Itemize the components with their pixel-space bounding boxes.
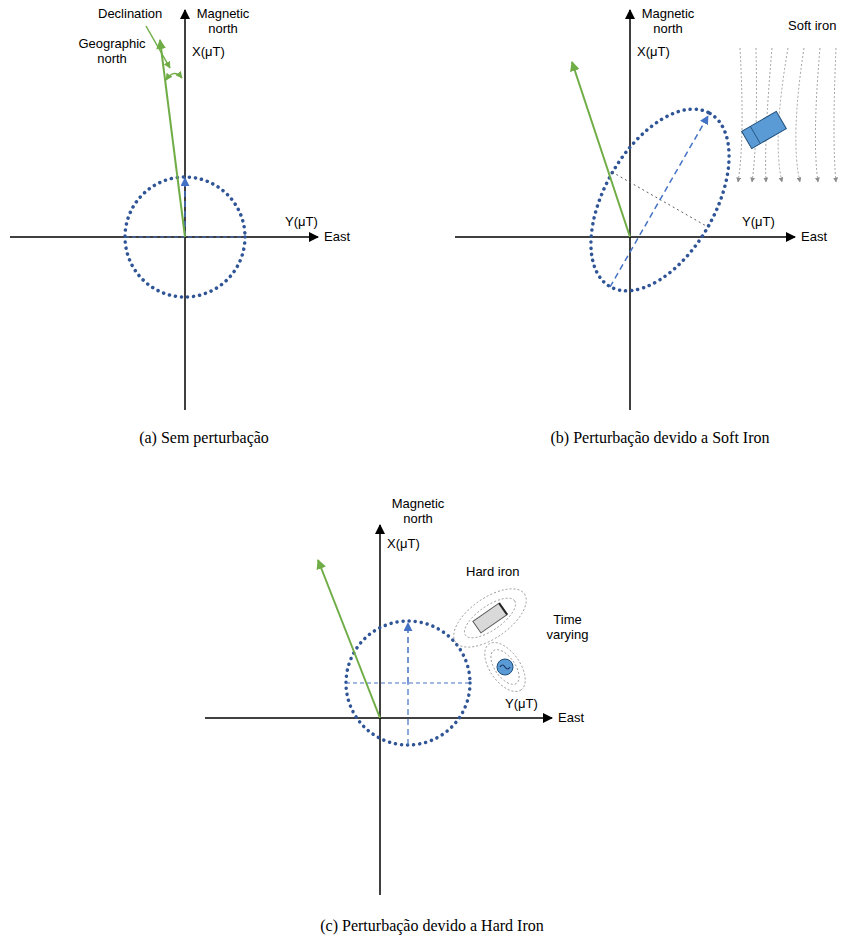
axis-title: East: [324, 229, 350, 244]
x-axis: [629, 10, 631, 410]
subfigure-caption: (c) Perturbação devido a Hard Iron: [232, 916, 632, 935]
axis-unit: X(μT): [637, 44, 670, 59]
field-lines: [738, 48, 836, 182]
x-axis: [184, 10, 186, 410]
dashed-guide: [407, 683, 408, 745]
field-vector: [407, 623, 409, 683]
subfigure-caption: (b) Perturbação devido a Soft Iron: [460, 428, 860, 447]
time-varying-source: [497, 659, 513, 675]
ac-symbol: [500, 665, 510, 669]
geographic-north-arrow: [318, 560, 380, 718]
field-line: [752, 48, 757, 182]
field-line: [796, 48, 804, 182]
field-line: [738, 48, 742, 182]
geographic-north-arrow: [572, 62, 630, 237]
panel-a: [10, 10, 318, 410]
field-vector: [610, 116, 708, 287]
panel-b: [455, 10, 836, 410]
field-line: [834, 48, 836, 182]
axis-title: East: [558, 710, 584, 725]
field-circle: [346, 621, 470, 745]
declination-pointer: [146, 26, 170, 68]
part-name: Hard iron: [466, 564, 519, 579]
field-line: [778, 48, 788, 182]
axis-unit: Y(μT): [742, 214, 775, 229]
arrow-label: Geographic north: [72, 36, 152, 66]
y-axis: [455, 236, 795, 238]
field-loop: [459, 591, 522, 645]
axis-unit: Y(μT): [505, 696, 538, 711]
field-loop: [477, 635, 534, 698]
y-axis: [205, 717, 552, 719]
magnet-pole: [499, 603, 507, 614]
axis-title: Magnetic north: [387, 496, 449, 526]
declination-label: Declination: [98, 6, 162, 21]
part-name: Time varying: [540, 612, 595, 642]
geographic-north-arrow: [160, 40, 185, 237]
field-loop: [485, 645, 524, 689]
subfigure-caption: (a) Sem perturbação: [4, 428, 404, 447]
field-loop: [444, 578, 536, 659]
axis-unit: X(μT): [192, 44, 225, 59]
x-axis: [379, 525, 381, 895]
hard-iron-field: [444, 578, 536, 659]
declination-arc: [166, 73, 182, 80]
soft-iron-block: [742, 111, 787, 148]
field-line: [815, 48, 820, 182]
panel-c: [205, 525, 552, 895]
axis-title: East: [801, 229, 827, 244]
hard-iron-magnet: [473, 603, 507, 633]
y-axis: [10, 236, 318, 238]
soft-iron-body: [742, 111, 787, 148]
magnet-body: [473, 603, 507, 633]
axis-unit: Y(μT): [285, 214, 318, 229]
axis-title: Magnetic north: [192, 6, 254, 36]
soft-iron-edge: [750, 126, 760, 143]
time-varying-field: [477, 635, 534, 698]
axis-title: Magnetic north: [637, 6, 699, 36]
part-name: Soft iron: [788, 18, 836, 33]
axis-unit: X(μT): [387, 536, 420, 551]
